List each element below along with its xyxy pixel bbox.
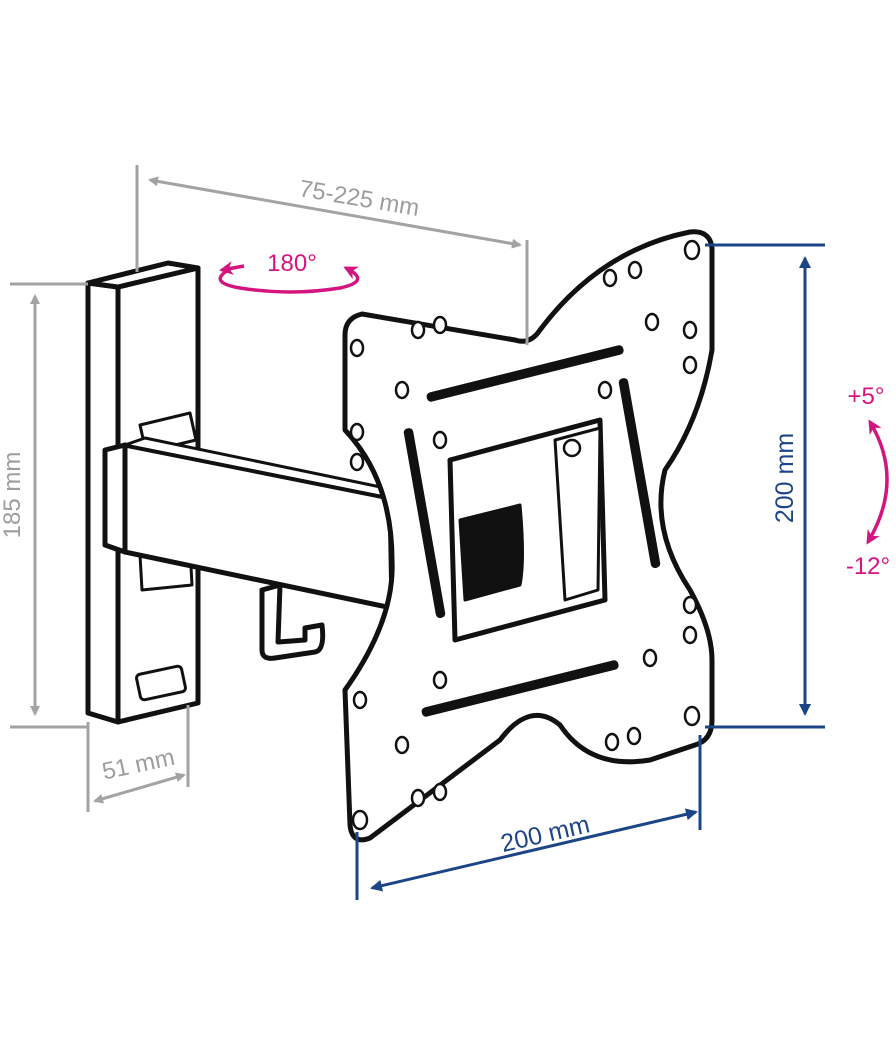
center-bracket [447,417,608,643]
vesa-horizontal-label: 200 mm [498,810,592,858]
swivel-indicator: 180° [218,250,360,294]
mounting-holes [349,239,701,831]
vesa-plate [342,229,715,843]
mounting-slots [403,345,661,717]
swivel-label: 180° [267,250,317,277]
tilt-down-label: -12° [846,553,890,580]
wall-plate-width-dimension: 51 mm [86,705,190,812]
wall-plate-height-label: 185 mm [0,452,26,539]
swing-arm [102,436,397,661]
wall-plate-height-dimension: 185 mm [0,282,88,729]
arm-extension-label: 75-225 mm [297,175,421,222]
tilt-indicator: +5° -12° [846,383,890,580]
tilt-up-label: +5° [848,383,885,410]
vesa-vertical-dimension: 200 mm [705,243,825,729]
vesa-vertical-label: 200 mm [771,433,799,523]
